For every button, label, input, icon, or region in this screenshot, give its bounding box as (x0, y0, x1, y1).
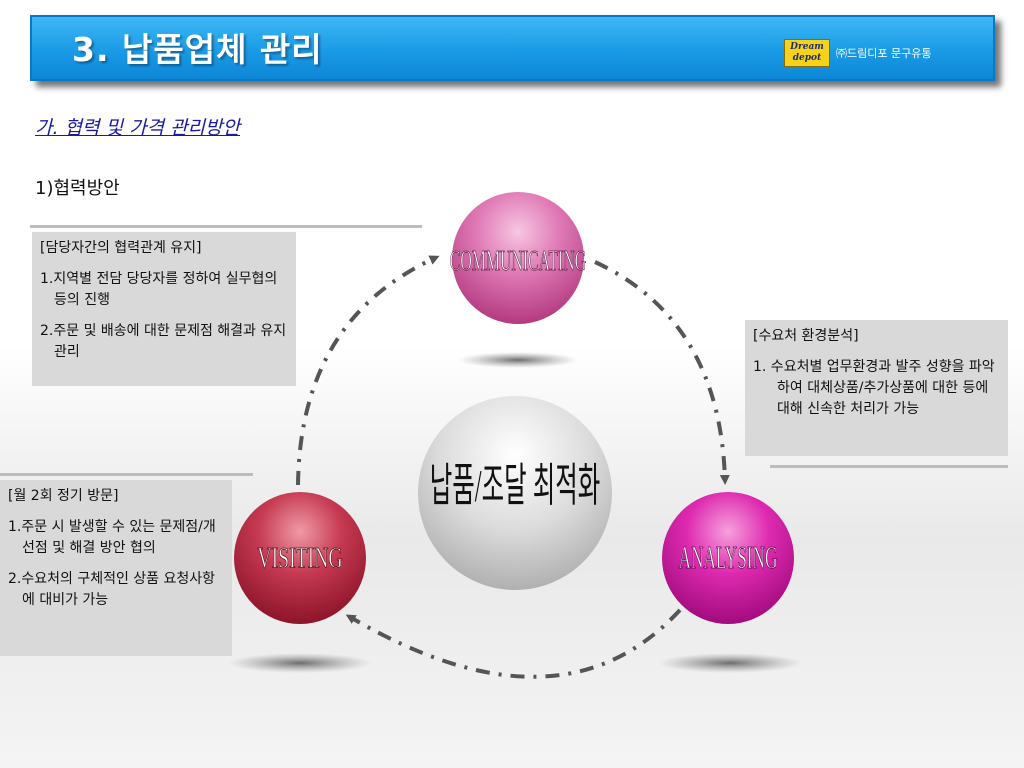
center-label: 납품/조달 최적화 (430, 460, 600, 511)
visit-item-2: 2.수요처의 구체적인 상품 요청사항에 대비가 가능 (8, 571, 216, 608)
divider-top-left (30, 225, 422, 228)
analysing-sphere (662, 492, 794, 624)
relationship-item-2: 2.주문 및 배송에 대한 문제점 해결과 유지 관리 (40, 323, 287, 360)
visit-box: [월 2회 정기 방문] 1.주문 시 발생할 수 있는 문제점/개선점 및 해… (0, 480, 232, 656)
logo-line1: Dream (790, 42, 824, 52)
relationship-heading: [담당자간의 협력관계 유지] (40, 240, 202, 256)
subsection-label: 1)협력방안 (35, 178, 120, 199)
company-name: ㈜드림디포 문구유통 (836, 47, 932, 60)
communicating-shadow (458, 352, 578, 368)
arrow-communicating-to-analysing (594, 260, 730, 485)
center-sphere (418, 396, 612, 590)
title-bar: 3. 납품업체 관리 Dream depot ㈜드림디포 문구유통 (30, 15, 995, 81)
relationship-item-1: 1.지역별 전담 당당자를 정하여 실무협의 등의 진행 (40, 271, 278, 308)
relationship-box: [담당자간의 협력관계 유지] 1.지역별 전담 당당자를 정하여 실무협의 등… (32, 232, 296, 386)
visit-heading: [월 2회 정기 방문] (8, 488, 119, 504)
analysis-heading: [수요처 환경분석] (753, 328, 859, 344)
visit-item-1: 1.주문 시 발생할 수 있는 문제점/개선점 및 해결 방안 협의 (8, 519, 216, 556)
dream-depot-logo: Dream depot (784, 39, 830, 67)
analysing-shadow (658, 653, 802, 673)
divider-right (770, 465, 1008, 468)
page-title: 3. 납품업체 관리 (72, 30, 323, 69)
visiting-sphere (234, 492, 366, 624)
analysis-box: [수요처 환경분석] 1. 수요처별 업무환경과 발주 성향을 파악하여 대체상… (745, 320, 1008, 456)
analysing-label: ANALYSING (678, 542, 777, 575)
section-subtitle: 가. 협력 및 가격 관리방안 (35, 117, 240, 139)
logo-line2: depot (792, 53, 822, 63)
communicating-sphere (452, 192, 584, 324)
arrow-visiting-to-communicating (296, 255, 440, 486)
divider-mid-left (0, 473, 253, 476)
visiting-label: VISITING (257, 541, 342, 574)
communicating-label: COMMUNICATING (450, 244, 586, 276)
analysis-item-1: 1. 수요처별 업무환경과 발주 성향을 파악하여 대체상품/추가상품에 대한 … (753, 359, 995, 417)
visiting-shadow (228, 653, 372, 673)
arrow-analysing-to-visiting (345, 608, 682, 679)
